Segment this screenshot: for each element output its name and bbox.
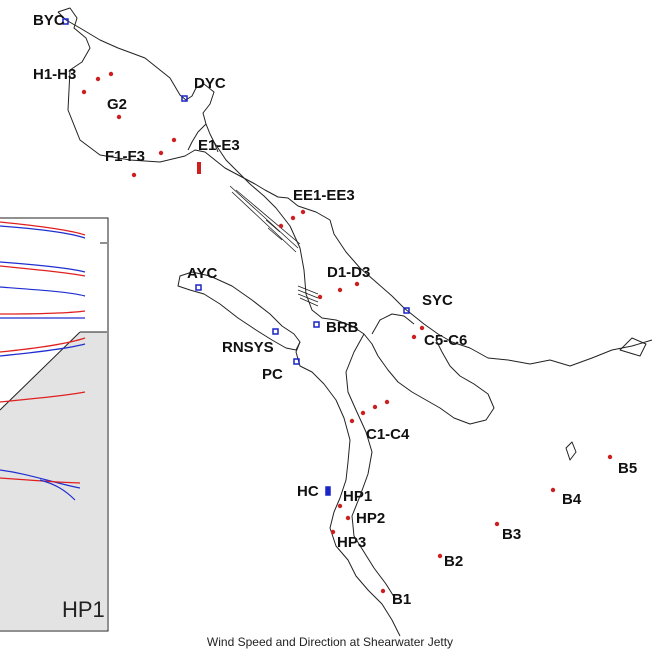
label-hp1: HP1 [343, 488, 373, 505]
label-e1-e3: E1-E3 [198, 137, 240, 154]
site-dot [95, 76, 101, 82]
label-brb: BRB [326, 319, 359, 336]
label-hp2: HP2 [356, 510, 386, 527]
label-syc: SYC [422, 292, 453, 309]
inset-chart-label: HP1 [62, 597, 105, 622]
label-rnsys: RNSYS [222, 339, 274, 356]
label-c5-c6: C5-C6 [424, 332, 468, 349]
site-dot [372, 404, 378, 410]
label-ee1-ee3: EE1-EE3 [293, 187, 355, 204]
label-h1-h3: H1-H3 [33, 66, 77, 83]
site-dot [419, 325, 425, 331]
site-dot [360, 410, 366, 416]
e1-e3-marker [197, 162, 201, 174]
rnsys-marker [272, 328, 279, 335]
inset-series-lines [0, 221, 86, 501]
label-b3: B3 [502, 526, 522, 543]
site-dot [158, 150, 164, 156]
site-dot [317, 294, 323, 300]
label-hp3: HP3 [337, 534, 367, 551]
bridge-hatching [229, 185, 319, 307]
site-dot [337, 287, 343, 293]
label-g2: G2 [107, 96, 128, 113]
label-c1-c4: C1-C4 [366, 426, 410, 443]
label-ayc: AYC [187, 265, 218, 282]
label-d1-d3: D1-D3 [327, 264, 371, 281]
site-dot [494, 521, 500, 527]
syc-marker [403, 307, 410, 314]
ayc-marker [195, 284, 202, 291]
inset-chart [0, 217, 109, 632]
site-dot [437, 553, 443, 559]
site-dot [171, 137, 177, 143]
site-dot [550, 487, 556, 493]
coastline [57, 7, 653, 637]
site-dot [116, 114, 122, 120]
label-hc: HC [297, 483, 319, 500]
site-dot [411, 334, 417, 340]
site-dot [300, 209, 306, 215]
site-dot [108, 71, 114, 77]
site-dot [330, 529, 336, 535]
station-markers [62, 18, 410, 496]
site-dot [349, 418, 355, 424]
pc-marker [293, 358, 300, 365]
site-dot [290, 215, 296, 221]
brb-marker [313, 321, 320, 328]
inset-shaded-region [0, 332, 107, 630]
label-f1-f3: F1-F3 [105, 148, 146, 165]
label-b4: B4 [562, 491, 582, 508]
label-byc: BYC [33, 12, 65, 29]
site-dot [607, 454, 613, 460]
site-dot [380, 588, 386, 594]
label-pc: PC [262, 366, 283, 383]
label-b1: B1 [392, 591, 412, 608]
site-dot [354, 281, 360, 287]
site-dot [345, 515, 351, 521]
site-dots [81, 71, 613, 594]
site-dot [278, 223, 284, 229]
label-b5: B5 [618, 460, 638, 477]
hc-marker [325, 486, 331, 496]
site-dot [131, 172, 137, 178]
label-dyc: DYC [194, 75, 226, 92]
label-b2: B2 [444, 553, 464, 570]
map-caption: Wind Speed and Direction at Shearwater J… [206, 635, 454, 649]
site-dot [337, 503, 343, 509]
byc-marker [62, 18, 69, 25]
dyc-marker [181, 95, 188, 102]
site-dot [81, 89, 87, 95]
site-dot [384, 399, 390, 405]
